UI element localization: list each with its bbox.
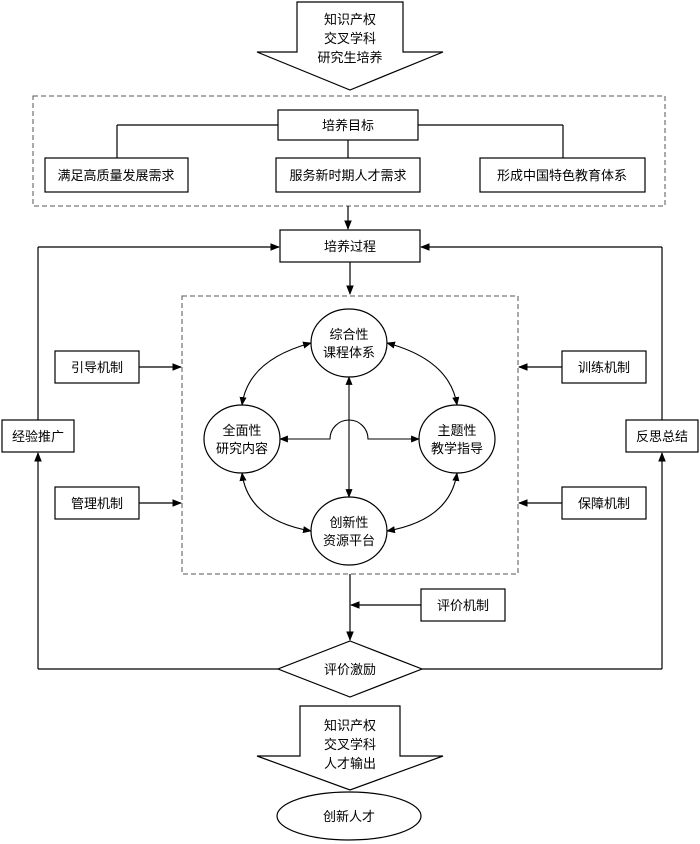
core-curriculum-line-1: 综合性	[329, 328, 368, 343]
input-arrow-line-1: 知识产权	[324, 12, 376, 28]
core-platform-line-1: 创新性	[329, 515, 368, 531]
mechanism-manage-label: 管理机制	[71, 497, 123, 512]
mechanism-guarantee: 保障机制	[561, 486, 647, 520]
goal-item-1: 满足高质量发展需求	[44, 157, 189, 193]
core-platform: 创新性 资源平台	[310, 496, 388, 566]
result-label: 创新人才	[323, 809, 375, 825]
process-title: 培养过程	[324, 239, 376, 255]
core-guidance: 主题性 教学指导	[418, 404, 496, 474]
input-arrow: 知识产权 交叉学科 研究生培养	[256, 1, 444, 91]
goal-title-box: 培养目标	[277, 109, 419, 141]
core-research-line-2: 研究内容	[216, 441, 268, 457]
feedback-right: 反思总结	[625, 419, 699, 453]
feedback-left-label: 经验推广	[12, 429, 64, 445]
evaluation-label: 评价激励	[324, 663, 376, 678]
mechanism-train-label: 训练机制	[578, 361, 630, 376]
core-platform-line-2: 资源平台	[323, 534, 375, 549]
goal-item-2: 服务新时期人才需求	[275, 157, 421, 193]
feedback-left: 经验推广	[1, 419, 75, 453]
goal-group-border	[32, 95, 666, 207]
core-guidance-line-1: 主题性	[437, 424, 476, 439]
input-arrow-line-3: 研究生培养	[317, 50, 382, 66]
core-guidance-line-2: 教学指导	[431, 441, 483, 457]
mechanism-train: 训练机制	[561, 350, 647, 384]
result-ellipse: 创新人才	[276, 791, 422, 841]
evaluation-diamond: 评价激励	[276, 640, 424, 698]
mechanism-evaluate: 评价机制	[420, 588, 506, 622]
core-connectors	[239, 341, 460, 534]
feedback-loop-lines	[34, 243, 666, 670]
mechanism-guarantee-label: 保障机制	[578, 497, 630, 512]
mechanism-manage: 管理机制	[54, 486, 140, 520]
core-curriculum: 综合性 课程体系	[310, 308, 388, 378]
output-arrow-line-3: 人才输出	[324, 756, 376, 772]
output-arrow-line-2: 交叉学科	[324, 737, 376, 753]
goal-item-3: 形成中国特色教育体系	[479, 157, 646, 193]
mechanism-evaluate-label: 评价机制	[437, 599, 489, 614]
goal-item-3-label: 形成中国特色教育体系	[497, 168, 627, 184]
mechanism-guide: 引导机制	[54, 350, 140, 384]
goal-title: 培养目标	[322, 118, 374, 134]
mechanism-guide-label: 引导机制	[71, 361, 123, 376]
output-arrow: 知识产权 交叉学科 人才输出	[256, 705, 444, 791]
input-arrow-line-2: 交叉学科	[324, 31, 376, 47]
core-curriculum-line-2: 课程体系	[323, 346, 375, 361]
core-group-border	[181, 295, 519, 575]
core-research-line-1: 全面性	[222, 423, 261, 439]
goal-item-1-label: 满足高质量发展需求	[57, 168, 174, 184]
process-box: 培养过程	[279, 229, 421, 263]
core-research: 全面性 研究内容	[203, 404, 281, 474]
output-arrow-line-1: 知识产权	[324, 718, 376, 734]
feedback-right-label: 反思总结	[636, 430, 688, 445]
goal-item-2-label: 服务新时期人才需求	[289, 168, 406, 184]
